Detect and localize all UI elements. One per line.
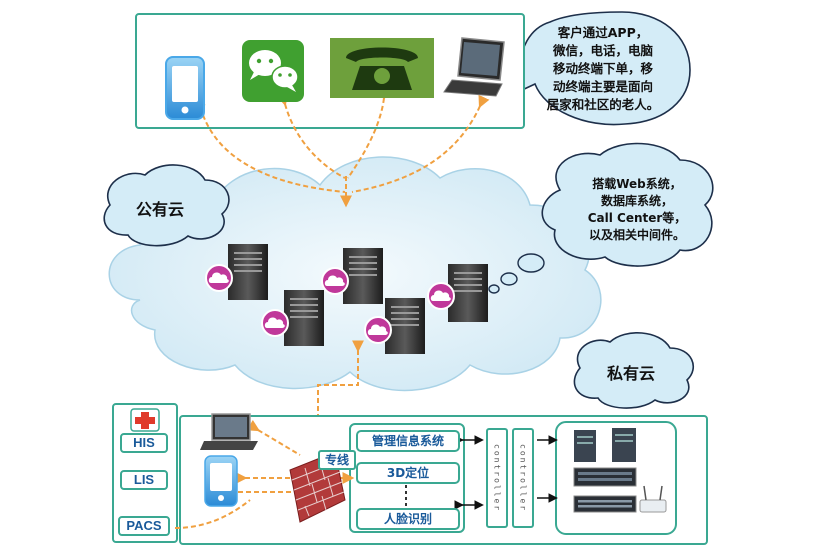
controller-label: controller — [492, 443, 502, 513]
storage-server-icon — [574, 428, 636, 462]
controller-arrows — [454, 435, 558, 510]
laptop-icon — [200, 413, 258, 450]
terminal-links — [193, 87, 490, 208]
switch-icon — [573, 467, 637, 487]
cloud-badge-icon — [321, 267, 349, 295]
cloud-badges — [205, 264, 455, 344]
server-icon — [284, 290, 324, 346]
phone-icon — [204, 455, 238, 507]
cloud-badge-icon — [364, 316, 392, 344]
cloud-systems-bubble — [541, 142, 714, 267]
server-icon — [228, 244, 268, 300]
wechat-icon — [242, 40, 304, 102]
cloud-badge-icon — [261, 309, 289, 337]
private-links — [174, 419, 355, 529]
server-icon — [385, 298, 425, 354]
cloud-to-private-link — [312, 340, 364, 458]
cloud-systems-note: 搭载Web系统， 数据库系统， Call Center等， 以及相关中间件。 — [587, 177, 687, 242]
controller-box-2: controller — [512, 428, 534, 528]
controller-box-1: controller — [486, 428, 508, 528]
public-cloud-bubble — [103, 164, 230, 247]
his-system-box: HIS — [120, 433, 168, 453]
servers — [228, 244, 488, 354]
telephone-icon — [330, 38, 434, 98]
public-cloud-label: 公有云 — [136, 200, 185, 219]
face-recognition-box: 人脸识别 — [356, 508, 460, 530]
laptop-icon — [443, 37, 505, 97]
private-cloud-label: 私有云 — [607, 364, 656, 383]
dedicated-line-label: 专线 — [318, 450, 356, 470]
private-cloud-bubble — [573, 332, 694, 409]
terminals-note: 客户通过APP， 微信，电话，电脑 移动终端下单，移 动终端主要是面向 居家和社… — [546, 25, 660, 112]
cloud-badge-icon — [205, 264, 233, 292]
hospital-cross-icon — [130, 408, 160, 432]
thought-dots — [488, 253, 545, 294]
management-system-box: 管理信息系统 — [356, 430, 460, 452]
server-icon — [343, 248, 383, 304]
router-icon — [639, 485, 667, 513]
cloud-badge-icon — [427, 282, 455, 310]
lis-system-box: LIS — [120, 470, 168, 490]
3d-positioning-box: 3D定位 — [356, 462, 460, 484]
switch-icon — [573, 495, 637, 513]
controller-label: controller — [518, 443, 528, 513]
phone-icon — [165, 56, 205, 120]
pacs-system-box: PACS — [118, 516, 170, 536]
